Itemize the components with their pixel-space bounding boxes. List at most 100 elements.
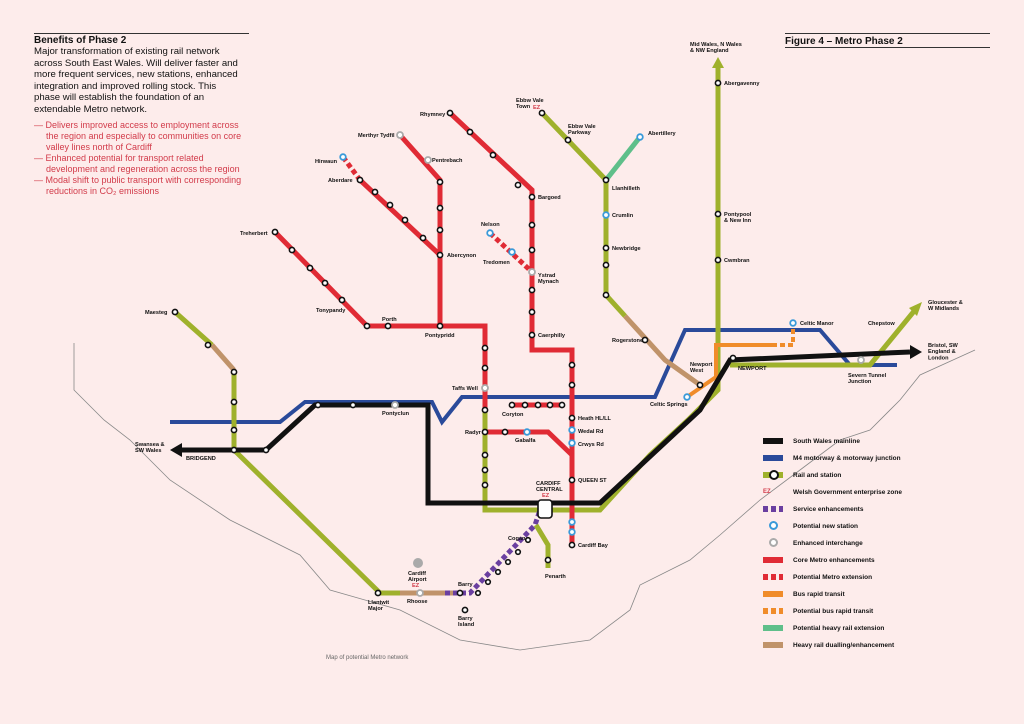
- legend-item: EZ Welsh Government enterprise zone: [763, 485, 902, 499]
- legend-item: M4 motorway & motorway junction: [763, 451, 901, 465]
- abertillery-extension: [604, 135, 642, 182]
- svg-text:Caerphilly: Caerphilly: [538, 333, 566, 339]
- map-caption: Map of potential Metro network: [326, 655, 409, 661]
- legend-swatch: [763, 574, 783, 580]
- dualling-lines: [210, 314, 702, 596]
- interchanges: [391, 131, 865, 597]
- legend-swatch: [763, 591, 783, 597]
- legend-label: South Wales mainline: [793, 437, 860, 445]
- svg-text:Cardiff Bay: Cardiff Bay: [578, 543, 609, 549]
- svg-text:Pontypridd: Pontypridd: [425, 333, 455, 339]
- legend-label: Potential heavy rail extension: [793, 624, 885, 632]
- cardiff-central-interchange: [537, 499, 553, 519]
- legend-swatch: [763, 506, 783, 512]
- service-enhancement: [445, 509, 543, 596]
- figure-title: Figure 4 – Metro Phase 2: [785, 36, 903, 47]
- legend-swatch: [763, 470, 783, 480]
- legend-item: Potential new station: [763, 519, 858, 533]
- legend-item: Bus rapid transit: [763, 587, 845, 601]
- legend-label: Potential new station: [793, 522, 859, 530]
- svg-text:Pentrebach: Pentrebach: [432, 158, 463, 164]
- svg-text:Wedal Rd: Wedal Rd: [578, 429, 604, 435]
- airport-marker: [413, 558, 423, 568]
- legend-label: Core Metro enhancements: [793, 556, 875, 564]
- svg-text:Treherbert: Treherbert: [240, 231, 268, 237]
- m4-motorway: [170, 328, 897, 426]
- svg-text:Heath HL/LL: Heath HL/LL: [578, 416, 612, 422]
- svg-text:Aberdare: Aberdare: [328, 178, 353, 184]
- core-metro-extension-hirwaun: [340, 155, 363, 182]
- svg-text:Crumlin: Crumlin: [612, 213, 634, 219]
- legend-item: Potential heavy rail extension: [763, 621, 884, 635]
- svg-text:Cwmbran: Cwmbran: [724, 258, 750, 264]
- svg-text:Chepstow: Chepstow: [868, 321, 895, 327]
- benefits-list: — Delivers improved access to employment…: [34, 120, 244, 197]
- svg-text:Newbridge: Newbridge: [612, 246, 641, 252]
- legend-swatch: EZ: [763, 489, 771, 495]
- legend-label: Service enhancements: [793, 505, 864, 513]
- legend-label: M4 motorway & motorway junction: [793, 454, 901, 462]
- svg-text:Crwys Rd: Crwys Rd: [578, 442, 604, 448]
- legend-swatch: [763, 608, 783, 614]
- svg-text:Rhymney: Rhymney: [420, 112, 446, 118]
- legend-item: Service enhancements: [763, 502, 863, 516]
- legend-item: Potential bus rapid transit: [763, 604, 873, 618]
- svg-text:Nelson: Nelson: [481, 222, 500, 228]
- svg-text:Radyr: Radyr: [465, 430, 482, 436]
- svg-text:Abercynon: Abercynon: [447, 253, 477, 259]
- brt-potential: [772, 323, 795, 347]
- svg-text:Celtic Manor: Celtic Manor: [800, 321, 834, 327]
- svg-text:Rogerstone: Rogerstone: [612, 338, 643, 344]
- figure-rule: [785, 47, 990, 48]
- svg-text:Mid Wales, N Wales& NW England: Mid Wales, N Wales& NW England: [690, 42, 742, 54]
- legend-swatch: [763, 455, 783, 461]
- svg-text:Barry: Barry: [458, 582, 474, 588]
- legend-item: Core Metro enhancements: [763, 553, 875, 567]
- svg-text:Bargoed: Bargoed: [538, 195, 561, 201]
- legend-label: Welsh Government enterprise zone: [793, 488, 902, 496]
- svg-text:BRIDGEND: BRIDGEND: [186, 456, 216, 462]
- svg-text:Llanhilleth: Llanhilleth: [612, 186, 641, 192]
- legend-label: Potential bus rapid transit: [793, 607, 874, 615]
- legend-label: Rail and station: [793, 471, 842, 479]
- top-rule-left: [34, 33, 249, 34]
- benefit-item: — Enhanced potential for transport relat…: [34, 153, 240, 174]
- svg-text:Penarth: Penarth: [545, 574, 566, 580]
- legend-label: Heavy rail dualling/enhancement: [793, 641, 895, 649]
- arrow-swansea: [170, 443, 182, 457]
- arrow-gloucester: [909, 302, 922, 316]
- benefit-item: — Delivers improved access to employment…: [34, 120, 242, 152]
- legend-item: South Wales mainline: [763, 434, 860, 448]
- intro-text: Major transformation of existing rail ne…: [34, 46, 238, 115]
- legend-label: Potential Metro extension: [793, 573, 873, 581]
- svg-text:Maesteg: Maesteg: [145, 310, 168, 316]
- core-metro-lines: [273, 111, 575, 545]
- legend-swatch: [763, 538, 783, 547]
- legend-label: Bus rapid transit: [793, 590, 845, 598]
- svg-text:Gabalfa: Gabalfa: [515, 438, 536, 444]
- svg-text:Taffs Well: Taffs Well: [452, 386, 478, 392]
- svg-text:Abergavenny: Abergavenny: [724, 81, 760, 87]
- legend-item: Potential Metro extension: [763, 570, 872, 584]
- svg-text:Abertillery: Abertillery: [648, 131, 677, 137]
- svg-text:EZ: EZ: [412, 583, 420, 589]
- arrow-bristol: [910, 345, 922, 359]
- legend-item: Rail and station: [763, 468, 841, 482]
- legend-swatch: [763, 625, 783, 631]
- svg-text:EZ: EZ: [542, 493, 550, 499]
- legend-swatch: [763, 438, 783, 444]
- legend-swatch: [763, 521, 783, 530]
- svg-text:Tredomen: Tredomen: [483, 260, 510, 266]
- legend-swatch: [763, 557, 783, 563]
- svg-text:Rhoose: Rhoose: [407, 599, 428, 605]
